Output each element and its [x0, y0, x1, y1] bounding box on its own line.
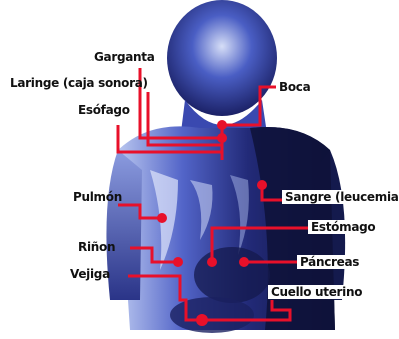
label-sangre: Sangre (leucemia)	[282, 190, 399, 204]
abdomen-shadow	[194, 247, 270, 303]
label-boca: Boca	[276, 80, 313, 94]
marker-throat	[217, 133, 227, 143]
marker-pancreas	[239, 257, 249, 267]
label-esofago: Esófago	[78, 103, 130, 117]
label-pulmon: Pulmón	[73, 190, 122, 204]
pelvis-shadow	[170, 297, 254, 333]
label-estomago: Estómago	[308, 220, 378, 234]
label-laringe: Laringe (caja sonora)	[10, 76, 148, 90]
marker-stomach	[207, 257, 217, 267]
label-rinon: Riñon	[78, 240, 115, 254]
label-vejiga: Vejiga	[70, 267, 110, 281]
marker-kidney	[173, 257, 183, 267]
marker-bladder	[196, 314, 208, 326]
marker-blood	[257, 180, 267, 190]
marker-mouth	[217, 120, 227, 130]
label-garganta: Garganta	[94, 50, 155, 64]
label-cuello-uterino: Cuello uterino	[268, 285, 365, 299]
marker-lung	[157, 213, 167, 223]
label-pancreas: Páncreas	[297, 255, 362, 269]
